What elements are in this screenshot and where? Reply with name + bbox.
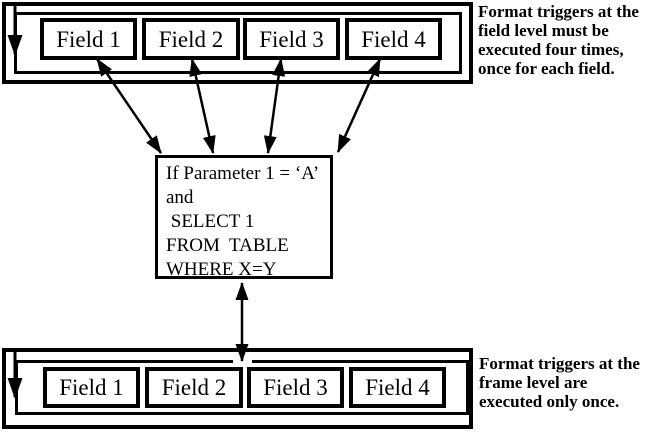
bottom-field-2: Field 2 (145, 367, 243, 408)
top-field-2: Field 2 (142, 18, 240, 60)
bottom-field-4-label: Field 4 (365, 375, 430, 400)
bottom-field-1-label: Field 1 (59, 375, 124, 400)
bottom-field-4: Field 4 (349, 367, 446, 408)
note-line: executed only once. (479, 392, 620, 411)
code-line: and (166, 187, 194, 208)
top-field-1: Field 1 (40, 18, 137, 60)
bottom-field-3: Field 3 (247, 367, 344, 408)
code-line: SELECT 1 (166, 211, 255, 232)
note-line: Format triggers at the (479, 354, 640, 373)
code-line: FROM TABLE (166, 235, 289, 256)
top-field-1-label: Field 1 (56, 26, 121, 52)
note-line: Format triggers at the (478, 2, 639, 21)
top-field-3: Field 3 (243, 18, 340, 60)
note-line: frame level are (479, 373, 588, 392)
top-field-3-label: Field 3 (259, 26, 324, 52)
bottom-field-2-label: Field 2 (161, 375, 227, 400)
top-field-4: Field 4 (345, 18, 442, 60)
code-line: WHERE X=Y (166, 259, 277, 280)
note-line: executed four times, (478, 40, 624, 59)
top-field-2-label: Field 2 (158, 26, 224, 52)
top-field-4-label: Field 4 (361, 26, 426, 52)
frame-level-note: Format triggers at the frame level are e… (479, 354, 663, 411)
bottom-field-3-label: Field 3 (263, 375, 328, 400)
bottom-field-1: Field 1 (43, 367, 140, 408)
note-line: field level must be (478, 21, 609, 40)
field-level-note: Format triggers at the field level must … (478, 2, 662, 78)
trigger-code-box: If Parameter 1 = ‘A’ and SELECT 1 FROM T… (155, 155, 333, 280)
code-line: If Parameter 1 = ‘A’ (166, 163, 320, 184)
note-line: once for each field. (478, 59, 615, 78)
